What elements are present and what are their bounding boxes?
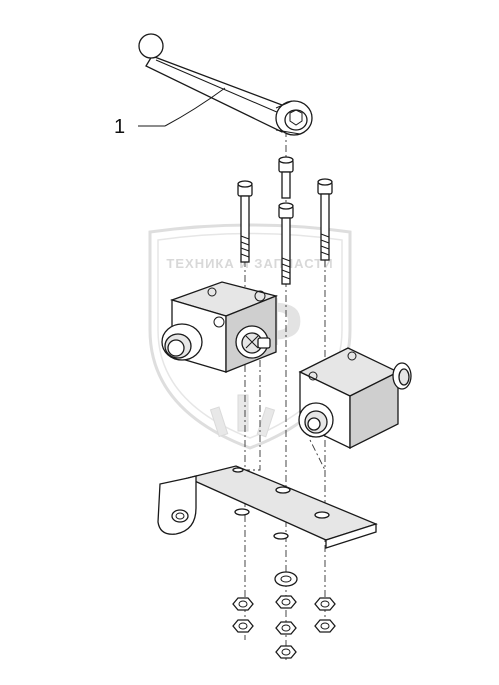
washer-center-top — [274, 571, 298, 587]
fitting-upper-left — [161, 323, 203, 361]
watermark-text: ТЕХНИКА И ЗАПЧАСТИ — [166, 256, 333, 271]
callout-number: 1 — [114, 116, 125, 138]
fitting-lower-left — [298, 402, 334, 438]
nut-center-3 — [275, 645, 297, 659]
nut-right-2 — [314, 619, 336, 633]
nut-right-1 — [314, 597, 336, 611]
nut-center-1 — [275, 595, 297, 609]
screw-long-right — [317, 178, 333, 261]
lever-handle — [138, 33, 313, 136]
screw-long-left — [237, 180, 253, 263]
callout-1: 1 — [114, 87, 226, 138]
screw-long-center — [278, 202, 294, 285]
fitting-upper-right — [235, 325, 271, 359]
callout-leader-curve — [164, 87, 226, 127]
watermark-wheat-icon — [209, 394, 276, 438]
screw-short-top — [278, 156, 294, 199]
valve-block-lower — [298, 347, 412, 450]
nut-left-2 — [232, 619, 254, 633]
nut-center-2 — [275, 621, 297, 635]
fitting-lower-right — [392, 362, 412, 390]
nut-left-1 — [232, 597, 254, 611]
valve-block-upper — [161, 281, 279, 373]
mounting-bracket — [157, 465, 378, 549]
